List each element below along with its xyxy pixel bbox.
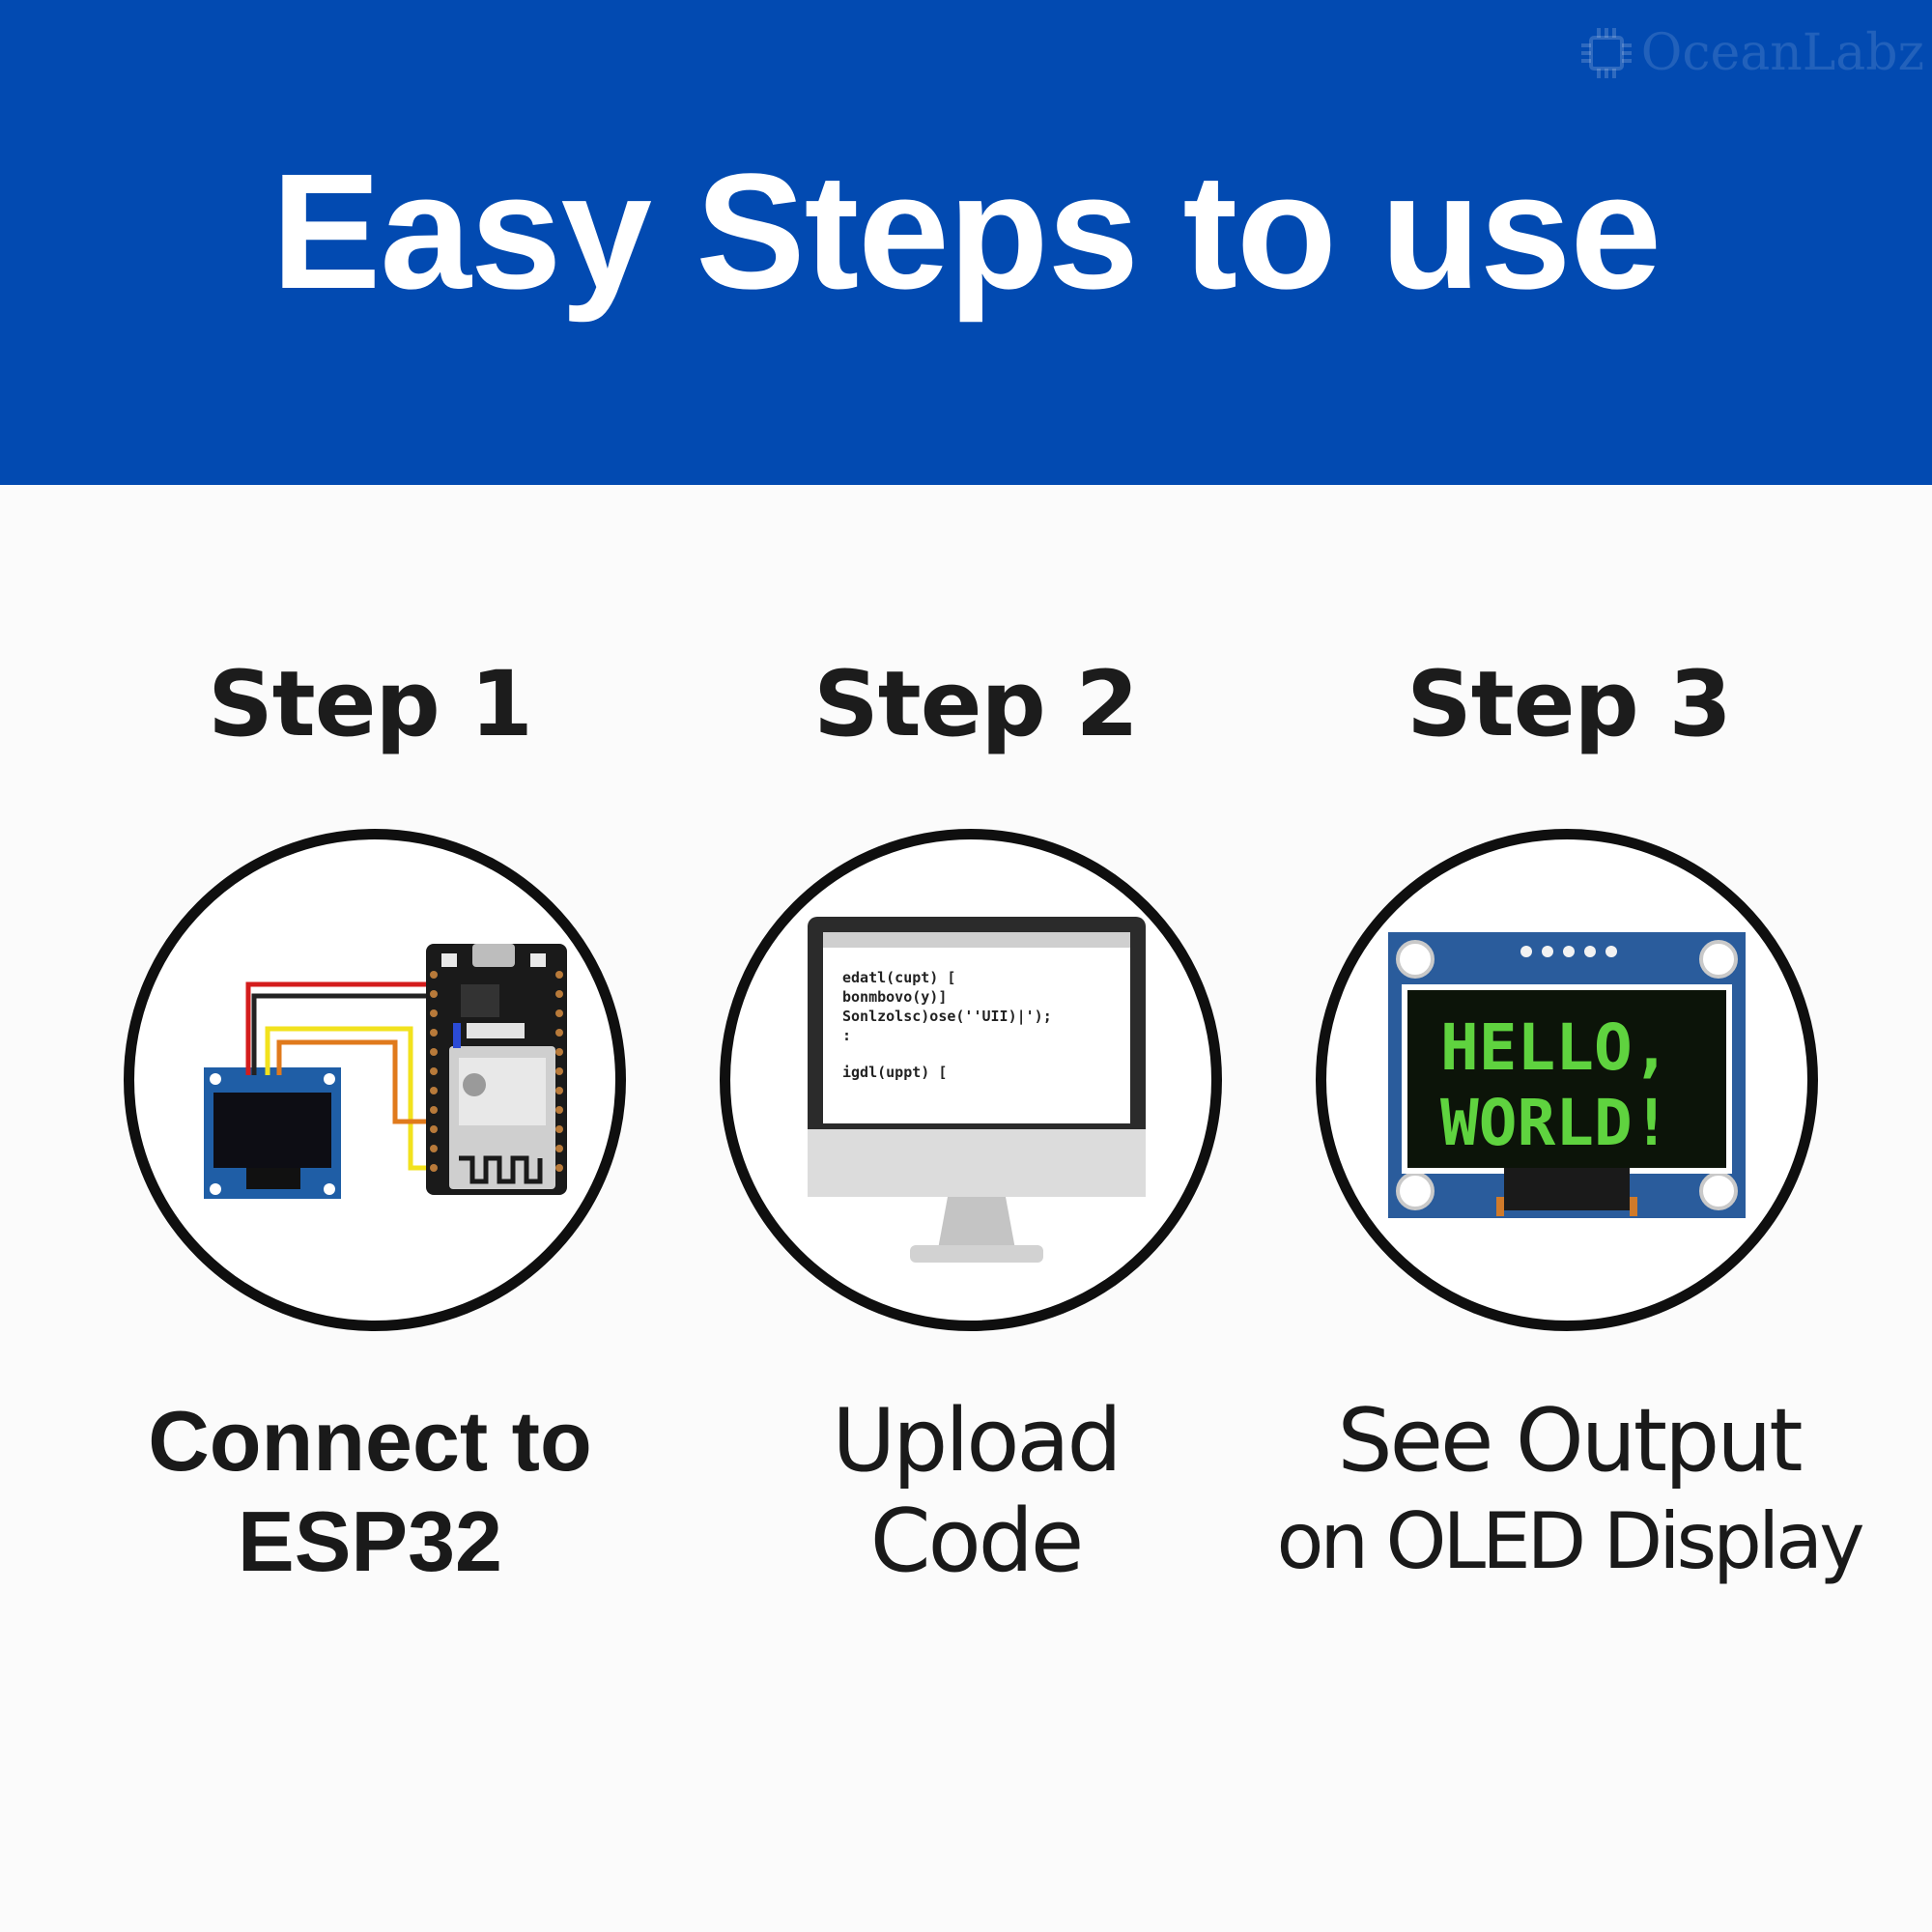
step-2-caption: Upload Code xyxy=(638,1391,1314,1592)
oled-display-icon: HELLO, WORLD! xyxy=(1388,932,1746,1218)
step-3-title: Step 3 xyxy=(1406,652,1732,757)
step-3-caption: See Output on OLED Display xyxy=(1231,1391,1907,1592)
chip-logo-icon xyxy=(1580,28,1632,78)
step-3-circle: HELLO, WORLD! xyxy=(1316,829,1818,1331)
step-1-caption-line-2: ESP32 xyxy=(238,1493,502,1589)
code-line-2: bonmbovo(y)] xyxy=(842,988,947,1006)
code-line-3: Sonlzolsc)ose(''UII)|'); xyxy=(842,1008,1052,1026)
step-1-title: Step 1 xyxy=(208,652,533,757)
step-1-caption-line-1: Connect to xyxy=(148,1393,592,1489)
code-line-4: : xyxy=(842,1027,851,1044)
step-3-caption-line-1: See Output xyxy=(1337,1390,1803,1492)
esp32-oled-wiring-icon xyxy=(204,944,567,1199)
code-line-1: edatl(cupt) [ xyxy=(842,969,955,986)
watermark-logo: OceanLabz xyxy=(1577,19,1924,87)
code-line-5: igdl(uppt) [ xyxy=(842,1064,947,1081)
step-3-caption-line-2: on OLED Display xyxy=(1276,1496,1864,1586)
oled-text-line-1: HELLO, xyxy=(1440,1010,1670,1085)
watermark-text: OceanLabz xyxy=(1640,24,1924,82)
step-2-title: Step 2 xyxy=(813,652,1139,757)
step-2-caption-line-1: Upload xyxy=(832,1390,1122,1492)
header-banner: OceanLabz Easy Steps to use xyxy=(0,0,1932,485)
step-1-caption: Connect to ESP32 xyxy=(32,1391,708,1592)
step-1-circle xyxy=(124,829,626,1331)
step-2-circle: edatl(cupt) [ bonmbovo(y)] Sonlzolsc)ose… xyxy=(720,829,1222,1331)
step-2-caption-line-2: Code xyxy=(869,1491,1084,1592)
page-title: Easy Steps to use xyxy=(270,140,1662,324)
oled-text-line-2: WORLD! xyxy=(1440,1086,1670,1160)
computer-monitor-code-icon: edatl(cupt) [ bonmbovo(y)] Sonlzolsc)ose… xyxy=(808,917,1146,1263)
